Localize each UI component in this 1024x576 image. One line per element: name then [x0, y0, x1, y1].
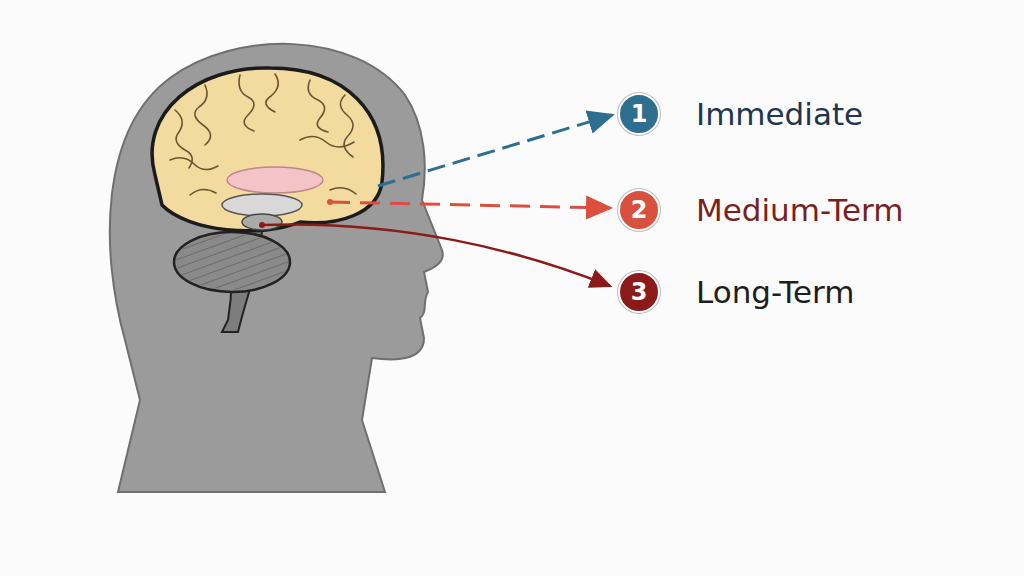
leader-arrow [378, 115, 612, 186]
cerebrum [152, 68, 383, 231]
cerebellum [174, 232, 290, 292]
callout-number: 3 [618, 271, 660, 313]
callout-number: 1 [618, 93, 660, 135]
step-label: Long-Term [696, 274, 855, 310]
numbered-step: 1 Immediate [618, 93, 863, 135]
numbered-step: 3 Long-Term [618, 271, 855, 313]
step-label: Medium-Term [696, 192, 903, 228]
step-label: Immediate [696, 96, 863, 132]
corpus-callosum [227, 167, 323, 193]
numbered-step: 2 Medium-Term [618, 189, 903, 231]
leader-arrow [330, 202, 610, 208]
leader-arrow [262, 224, 610, 286]
callout-number: 2 [618, 189, 660, 231]
head-silhouette [110, 44, 443, 492]
